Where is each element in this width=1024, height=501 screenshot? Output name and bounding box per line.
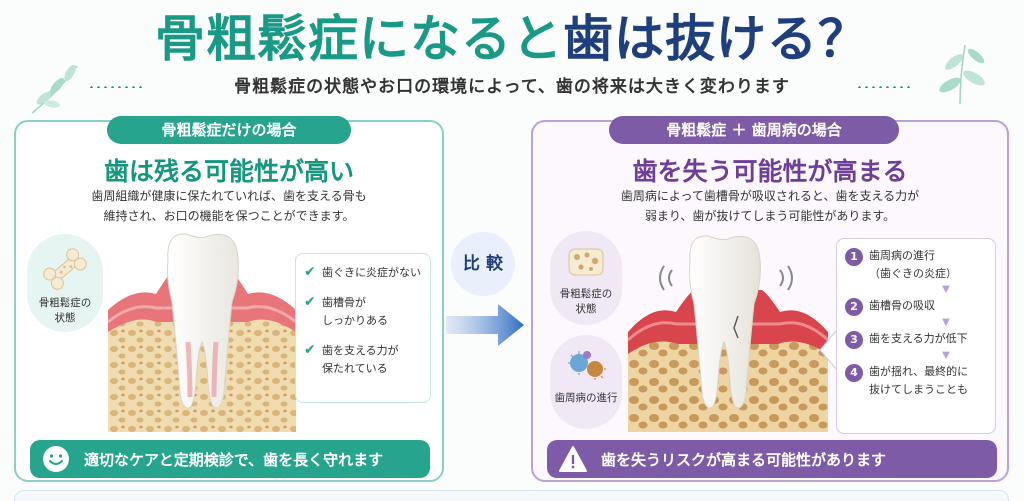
- bone-icon: [43, 248, 87, 290]
- warning-icon: [559, 446, 587, 472]
- step-item: 2 歯槽骨の吸収: [845, 297, 987, 316]
- check-item: ✔ 歯槽骨がしっかりある: [304, 294, 388, 327]
- step-number: 3: [845, 331, 863, 349]
- check-icon: ✔: [304, 342, 316, 358]
- title-part2: 歯は抜ける？: [563, 10, 869, 68]
- damaged-tooth-illustration: [628, 235, 828, 432]
- left-bottom-message: 適切なケアと定期検診で、歯を長く守れます: [30, 440, 430, 478]
- healthy-tooth-illustration: [108, 233, 296, 432]
- circle-label: 歯周病の進行: [554, 392, 618, 404]
- bottom-strip: [14, 490, 1009, 501]
- osteoporosis-circle: 骨粗鬆症の 状態: [27, 234, 103, 332]
- page-title: 骨粗鬆症になると歯は抜ける？: [0, 8, 1024, 70]
- step-item: 4 歯が揺れ、最終的に抜けてしまうことも: [845, 363, 987, 399]
- step-number: 2: [845, 298, 863, 316]
- right-panel-tab: 骨粗鬆症 ＋ 歯周病の場合: [609, 116, 899, 144]
- check-item: ✔ 歯を支える力が保たれている: [304, 342, 399, 375]
- left-panel-heading: 歯は残る可能性が高い: [103, 157, 354, 186]
- check-item: ✔ 歯ぐきに炎症がない: [304, 264, 421, 280]
- step-number: 1: [845, 248, 863, 266]
- check-icon: ✔: [304, 294, 316, 310]
- arrow-down-icon: ▼: [942, 350, 950, 361]
- dots-divider: [88, 86, 143, 88]
- title-part1: 骨粗鬆症になると: [155, 10, 563, 68]
- steps-pointer: [819, 330, 838, 370]
- bone-icon: [568, 248, 604, 276]
- dots-divider: [856, 86, 911, 88]
- compare-badge: 比 較: [451, 232, 515, 296]
- circle-label: 骨粗鬆症の 状態: [559, 288, 613, 315]
- osteoporosis-circle: 骨粗鬆症の 状態: [550, 231, 622, 325]
- leaf-icon: [31, 64, 78, 114]
- progression-steps: 1 歯周病の進行（歯ぐきの炎症） ▼ 2 歯槽骨の吸収 ▼ 3 歯を支える力が低…: [836, 238, 996, 434]
- right-panel-heading: 歯を失う可能性が高まる: [632, 157, 908, 186]
- check-icon: ✔: [304, 264, 316, 280]
- leaf-icon: [939, 44, 985, 105]
- periodontitis-circle: 歯周病の進行: [550, 335, 622, 429]
- arrow-down-icon: ▼: [942, 284, 950, 295]
- page-subtitle: 骨粗鬆症の状態やお口の環境によって、歯の将来は大きく変わります: [234, 77, 790, 97]
- right-bottom-message: 歯を失うリスクが高まる可能性があります: [547, 440, 997, 478]
- bacteria-icon: [568, 351, 606, 380]
- step-item: 1 歯周病の進行（歯ぐきの炎症）: [845, 247, 987, 283]
- left-panel-description: 歯周組織が健康に保たれていれば、歯を支える骨も 維持され、お口の機能を保つことが…: [91, 189, 367, 223]
- arrow-down-icon: ▼: [942, 317, 950, 328]
- right-panel-description: 歯周病によって歯槽骨が吸収されると、歯を支える力が 弱まり、歯が抜けてしまう可能…: [620, 189, 920, 223]
- circle-label: 骨粗鬆症の 状態: [38, 297, 92, 324]
- smile-icon: [43, 446, 69, 472]
- healthy-checklist: ✔ 歯ぐきに炎症がない ✔ 歯槽骨がしっかりある ✔ 歯を支える力が保たれている: [295, 253, 431, 403]
- step-item: 3 歯を支える力が低下: [845, 330, 987, 349]
- arrow-right-icon: [446, 304, 524, 346]
- left-panel-tab: 骨粗鬆症だけの場合: [107, 116, 351, 144]
- step-number: 4: [845, 364, 863, 382]
